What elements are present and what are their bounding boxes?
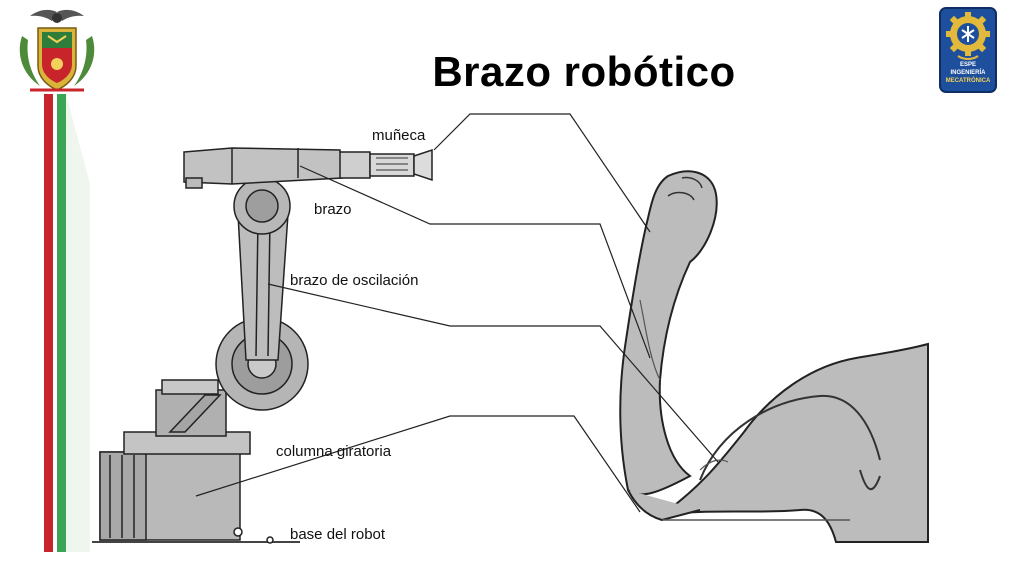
label-brazo: brazo: [314, 201, 352, 218]
logo-line-3: MECATRÓNICA: [945, 78, 991, 84]
leader-columna: [195, 415, 641, 513]
leader-muneca: [433, 113, 651, 233]
logo-line-2: INGENIERÍA: [950, 70, 986, 76]
espe-mecatronica-logo: ESPE INGENIERÍA MECATRÓNICA: [938, 6, 998, 94]
leader-brazo: [299, 165, 651, 359]
robot-wrist: [339, 151, 371, 179]
robot-arm-drawing: [92, 147, 433, 544]
label-columna-giratoria: columna giratoria: [276, 443, 392, 460]
label-brazo-oscilacion: brazo de oscilación: [290, 272, 418, 289]
human-shoulder: [659, 342, 929, 543]
leader-oscilacion: [267, 283, 719, 463]
university-crest-icon: [19, 9, 95, 92]
slide-title: Brazo robótico: [432, 48, 736, 95]
flag-stripes: [44, 94, 90, 552]
human-forearm: [619, 170, 718, 496]
robot-upper-arm: [183, 147, 343, 185]
label-muneca: muñeca: [372, 127, 426, 144]
label-base-robot: base del robot: [290, 526, 386, 543]
logo-line-1: ESPE: [959, 62, 976, 68]
leader-lines: [195, 113, 719, 513]
human-arm-drawing: [619, 170, 929, 543]
gear-emblem-icon: [939, 7, 997, 93]
